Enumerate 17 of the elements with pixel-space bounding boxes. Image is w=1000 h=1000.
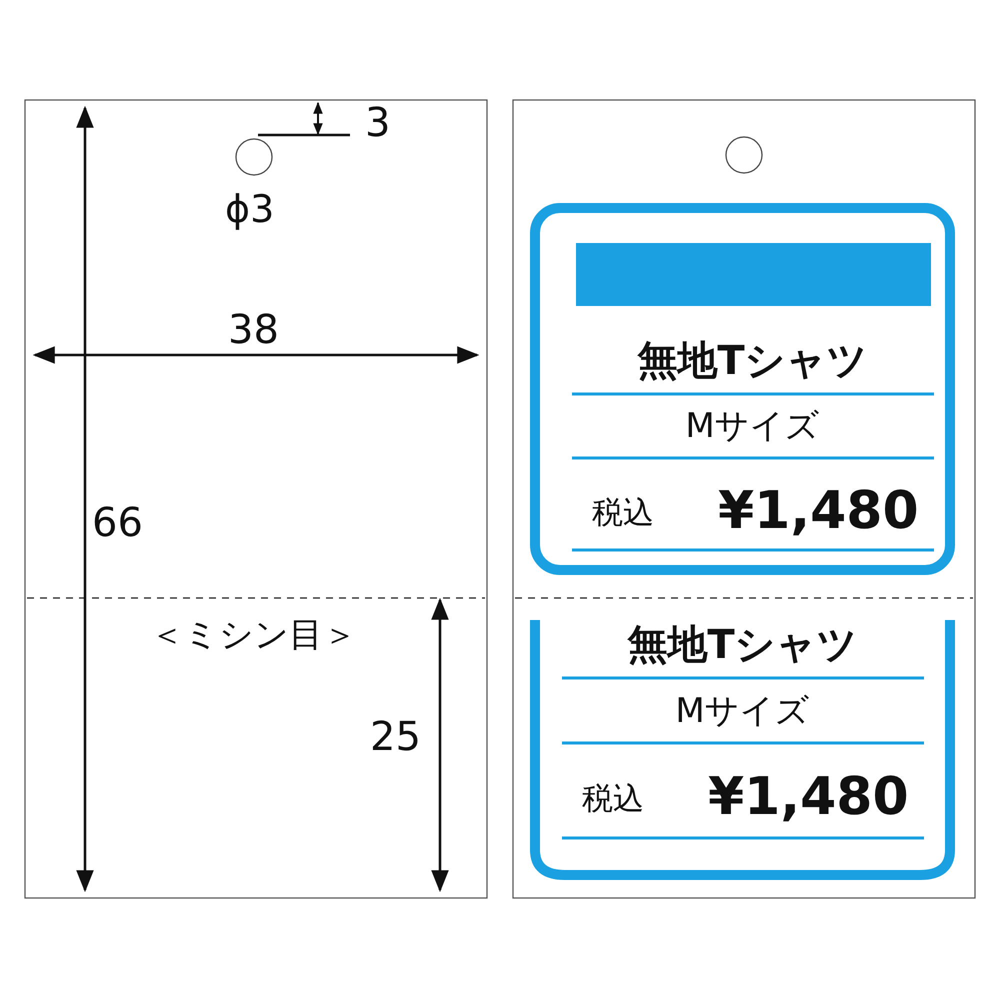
dimension-label: 66	[92, 503, 143, 543]
header-band	[576, 243, 931, 306]
dimension-label: 38	[228, 310, 279, 350]
size-label: Mサイズ	[684, 409, 821, 443]
tax-label: 税込	[582, 784, 644, 815]
product-name: 無地Tシャツ	[636, 341, 869, 381]
price-label: ¥1,480	[718, 485, 919, 537]
perforation-label: ＜ミシン目＞	[150, 618, 357, 652]
price-panel	[530, 620, 955, 880]
tax-label: 税込	[592, 498, 654, 529]
price-panel	[530, 203, 955, 575]
dimension-label: 25	[370, 717, 421, 757]
price-label: ¥1,480	[708, 771, 909, 823]
product-name: 無地Tシャツ	[626, 625, 859, 665]
dimension-label: ϕ3	[225, 190, 274, 228]
dimension-label: 3	[365, 103, 390, 143]
size-label: Mサイズ	[674, 694, 811, 728]
